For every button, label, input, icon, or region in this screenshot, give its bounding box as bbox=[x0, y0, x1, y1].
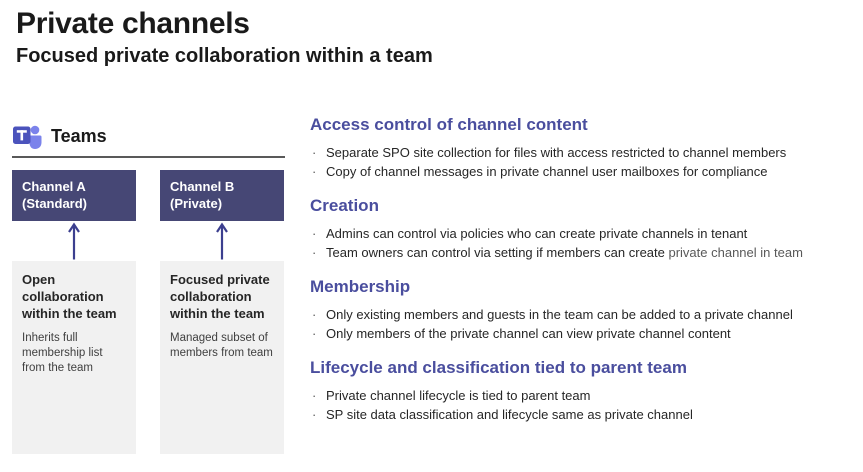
channel-b-column: Channel B (Private) Focused private coll… bbox=[160, 170, 284, 454]
channel-a-detail: Inherits full membership list from the t… bbox=[22, 332, 103, 374]
page-subtitle: Focused private collaboration within a t… bbox=[16, 45, 433, 67]
channel-b-kind: (Private) bbox=[170, 196, 223, 211]
section-heading: Lifecycle and classification tied to par… bbox=[310, 358, 687, 377]
channel-b-headline: Focused private collaboration within the… bbox=[170, 272, 270, 321]
section-lifecycle: Lifecycle and classification tied to par… bbox=[310, 357, 858, 424]
teams-logo-icon bbox=[12, 122, 42, 150]
features-panel: Access control of channel content · Sepa… bbox=[310, 114, 858, 438]
bullet-text: Copy of channel messages in private chan… bbox=[326, 164, 768, 179]
bullet-dot: · bbox=[312, 388, 317, 403]
channel-a-name: Channel A bbox=[22, 179, 86, 194]
teams-label: Teams bbox=[51, 125, 107, 146]
channel-a-arrow-wrap bbox=[12, 221, 136, 261]
bullet-dot: · bbox=[312, 226, 317, 241]
bullet-item: · Admins can control via policies who ca… bbox=[310, 225, 858, 243]
channel-a-kind: (Standard) bbox=[22, 196, 87, 211]
channel-b-box: Channel B (Private) bbox=[160, 170, 284, 221]
section-heading: Access control of channel content bbox=[310, 115, 588, 134]
bullet-dot: · bbox=[312, 326, 317, 341]
section-access-control: Access control of channel content · Sepa… bbox=[310, 114, 858, 181]
bullet-text: Private channel lifecycle is tied to par… bbox=[326, 388, 591, 403]
section-membership: Membership · Only existing members and g… bbox=[310, 276, 858, 343]
bullet-text: Team owners can control via setting if m… bbox=[326, 245, 669, 260]
bullet-dot: · bbox=[312, 145, 317, 160]
header: Private channels Focused private collabo… bbox=[16, 6, 433, 69]
channel-a-headline: Open collaboration within the team bbox=[22, 272, 117, 321]
section-heading: Membership bbox=[310, 277, 411, 296]
bullet-text: Separate SPO site collection for files w… bbox=[326, 145, 787, 160]
bullet-text: SP site data classification and lifecycl… bbox=[326, 407, 693, 422]
bullet-text: Admins can control via policies who can … bbox=[326, 226, 748, 241]
bullet-item: · Only members of the private channel ca… bbox=[310, 325, 858, 343]
bullet-item: · Private channel lifecycle is tied to p… bbox=[310, 387, 858, 405]
bullet-dot: · bbox=[312, 245, 317, 260]
bullet-item: · Copy of channel messages in private ch… bbox=[310, 163, 858, 181]
bullet-item: · SP site data classification and lifecy… bbox=[310, 406, 858, 424]
bullet-dot: · bbox=[312, 407, 317, 422]
channel-a-description-box: Open collaboration within the team Inher… bbox=[12, 261, 136, 454]
page-title: Private channels bbox=[16, 7, 250, 40]
bullet-text: Only members of the private channel can … bbox=[326, 326, 731, 341]
teams-header-row: Teams bbox=[12, 120, 285, 152]
divider-line bbox=[12, 156, 285, 158]
bullet-dot: · bbox=[312, 307, 317, 322]
channel-b-arrow-wrap bbox=[160, 221, 284, 261]
bullet-item: · Only existing members and guests in th… bbox=[310, 306, 858, 324]
channel-a-column: Channel A (Standard) Open collaboration … bbox=[12, 170, 136, 454]
section-creation: Creation · Admins can control via polici… bbox=[310, 195, 858, 262]
channel-b-name: Channel B bbox=[170, 179, 235, 194]
teams-diagram-panel: Teams Channel A (Standard) Open collabor… bbox=[12, 120, 285, 454]
channels-row: Channel A (Standard) Open collaboration … bbox=[12, 170, 285, 454]
channel-b-detail: Managed subset of members from team bbox=[170, 332, 273, 359]
bullet-item: · Separate SPO site collection for files… bbox=[310, 144, 858, 162]
bullet-item: · Team owners can control via setting if… bbox=[310, 244, 858, 262]
channel-b-description-box: Focused private collaboration within the… bbox=[160, 261, 284, 454]
arrow-up-icon bbox=[216, 222, 228, 260]
bullet-text: Only existing members and guests in the … bbox=[326, 307, 793, 322]
channel-a-box: Channel A (Standard) bbox=[12, 170, 136, 221]
bullet-text-tail: private channel in team bbox=[668, 245, 803, 260]
arrow-up-icon bbox=[68, 222, 80, 260]
section-heading: Creation bbox=[310, 196, 379, 215]
bullet-dot: · bbox=[312, 164, 317, 179]
